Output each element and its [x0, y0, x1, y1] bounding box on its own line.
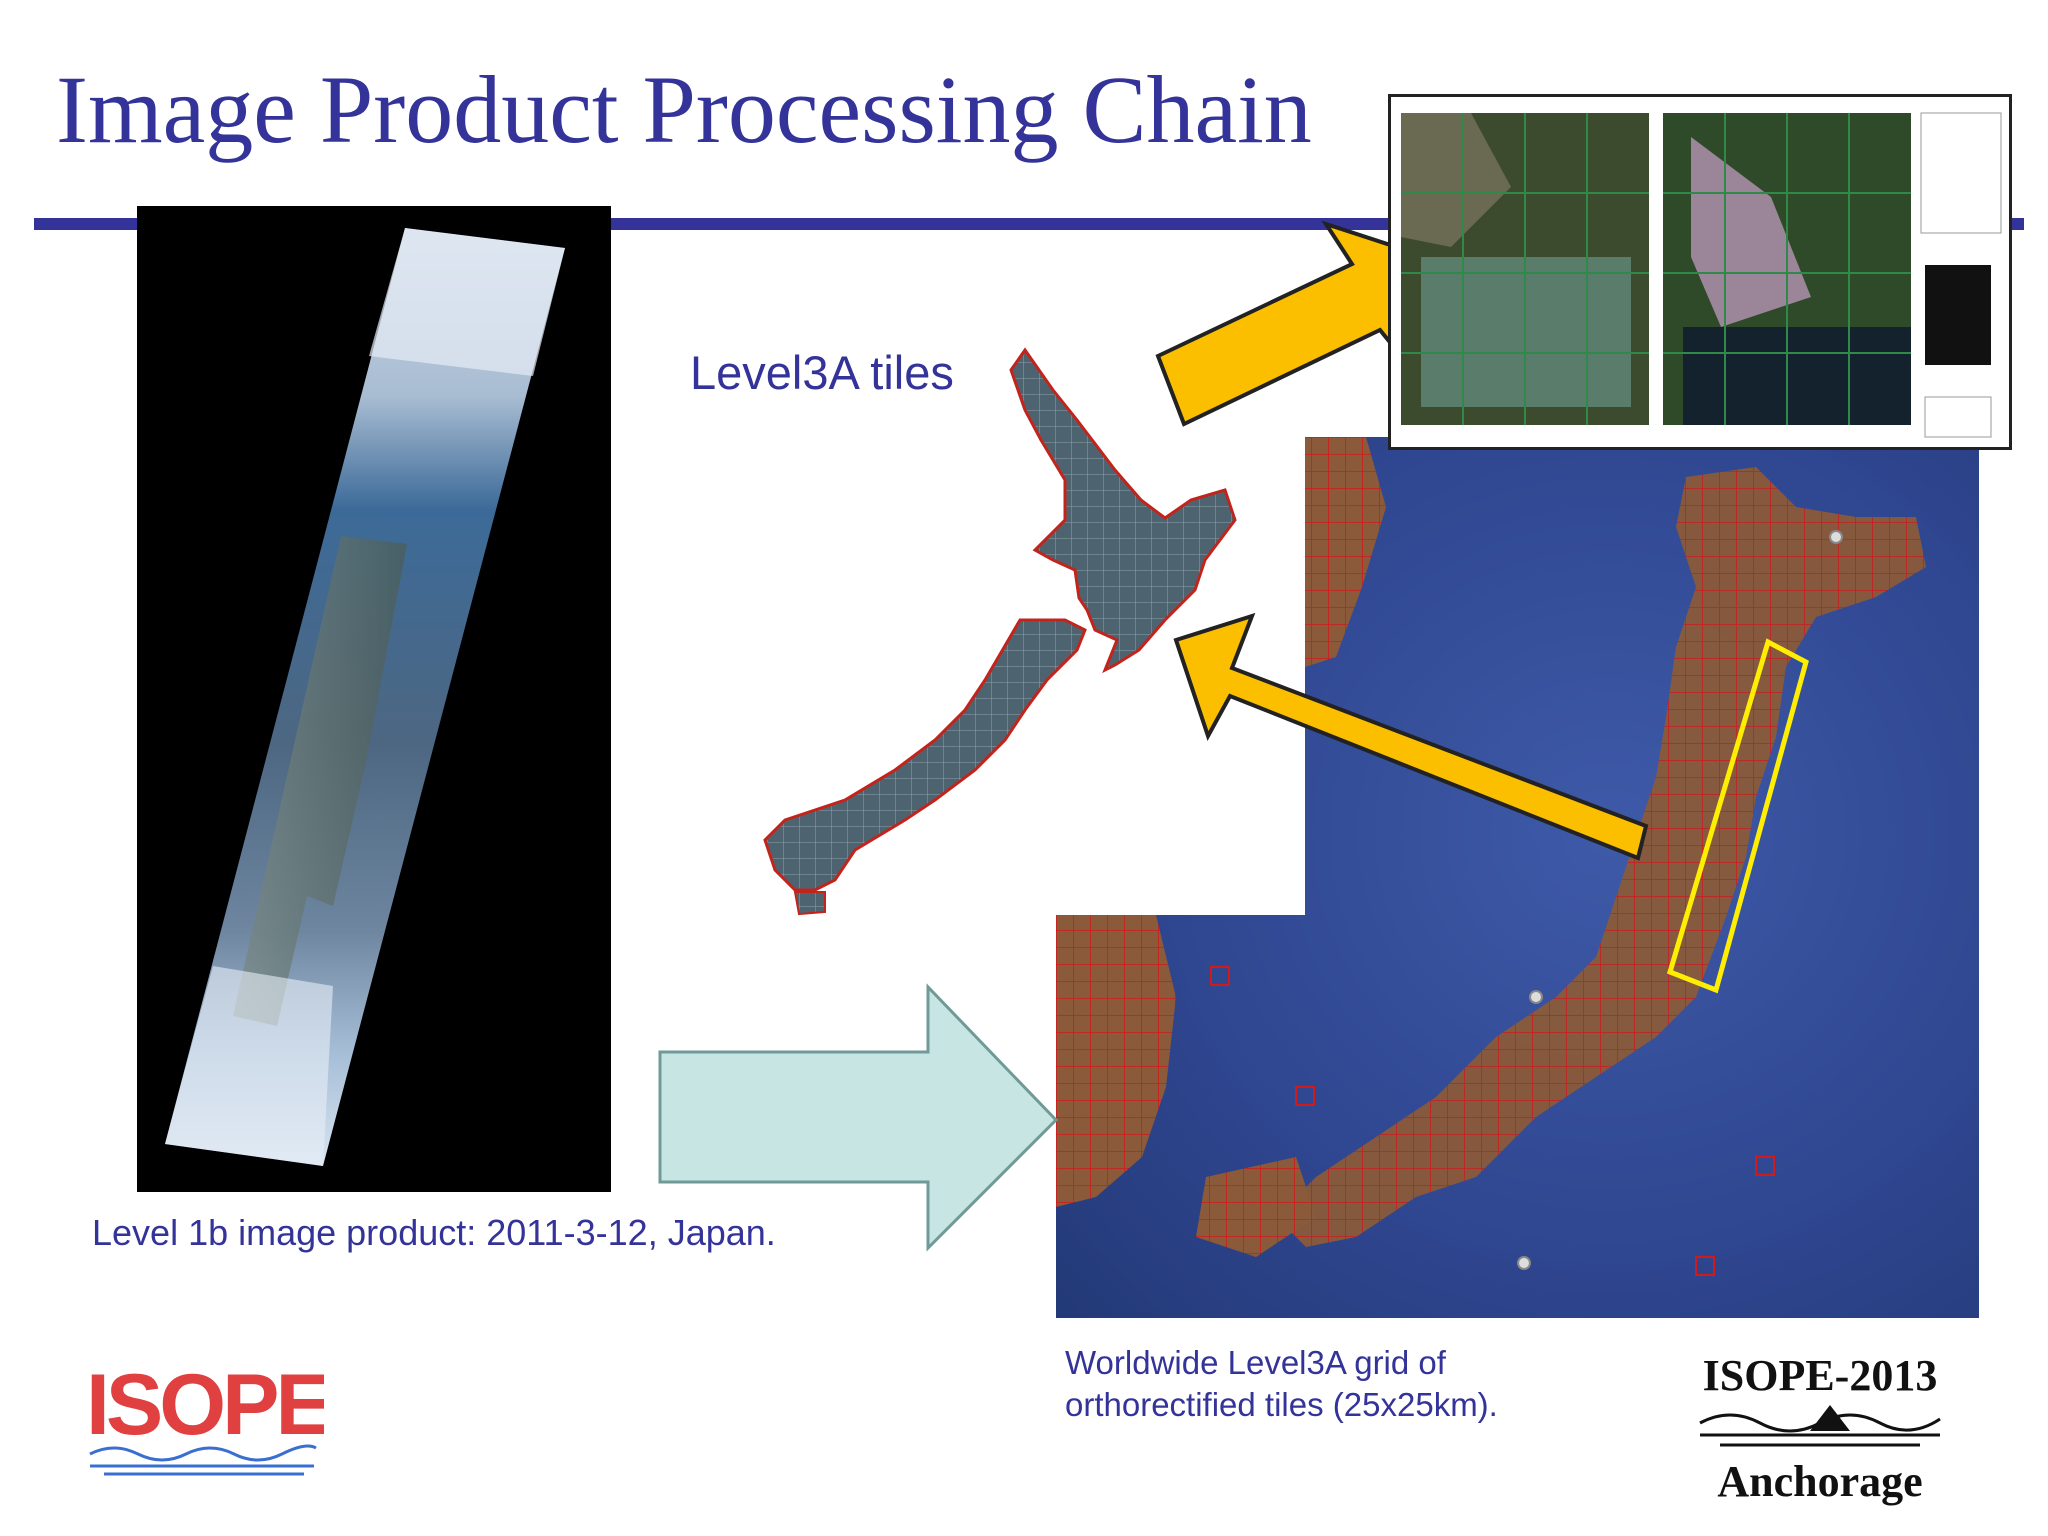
- level1b-caption: Level 1b image product: 2011-3-12, Japan…: [92, 1212, 776, 1253]
- isope-2013-wave-icon: [1699, 1405, 1941, 1447]
- map-sheet-product: [1388, 94, 2012, 450]
- level3a-tiles-label: Level3A tiles: [690, 346, 954, 399]
- japan-level3a-grid-map: [1056, 437, 1979, 1318]
- isope-2013-logo: ISOPE-2013 Anchorage: [1680, 1350, 1960, 1520]
- grid-caption: Worldwide Level3A grid of orthorectified…: [1065, 1342, 1625, 1426]
- level1b-satellite-strip: [165, 228, 565, 1166]
- isope-logo: ISOPE: [86, 1362, 324, 1476]
- grid-caption-line-1: Worldwide Level3A grid of: [1065, 1344, 1446, 1381]
- map-sheet-graphic: [1401, 112, 2002, 438]
- svg-text:ISOPE: ISOPE: [86, 1362, 324, 1453]
- isope-2013-title: ISOPE-2013: [1702, 1351, 1938, 1400]
- grid-caption-line-2: orthorectified tiles (25x25km).: [1065, 1386, 1498, 1423]
- level1b-image: [137, 206, 611, 1192]
- new-zealand-tile-map: [763, 347, 1237, 916]
- isope-2013-location: Anchorage: [1717, 1457, 1923, 1506]
- slide-title: Image Product Processing Chain: [56, 56, 1312, 163]
